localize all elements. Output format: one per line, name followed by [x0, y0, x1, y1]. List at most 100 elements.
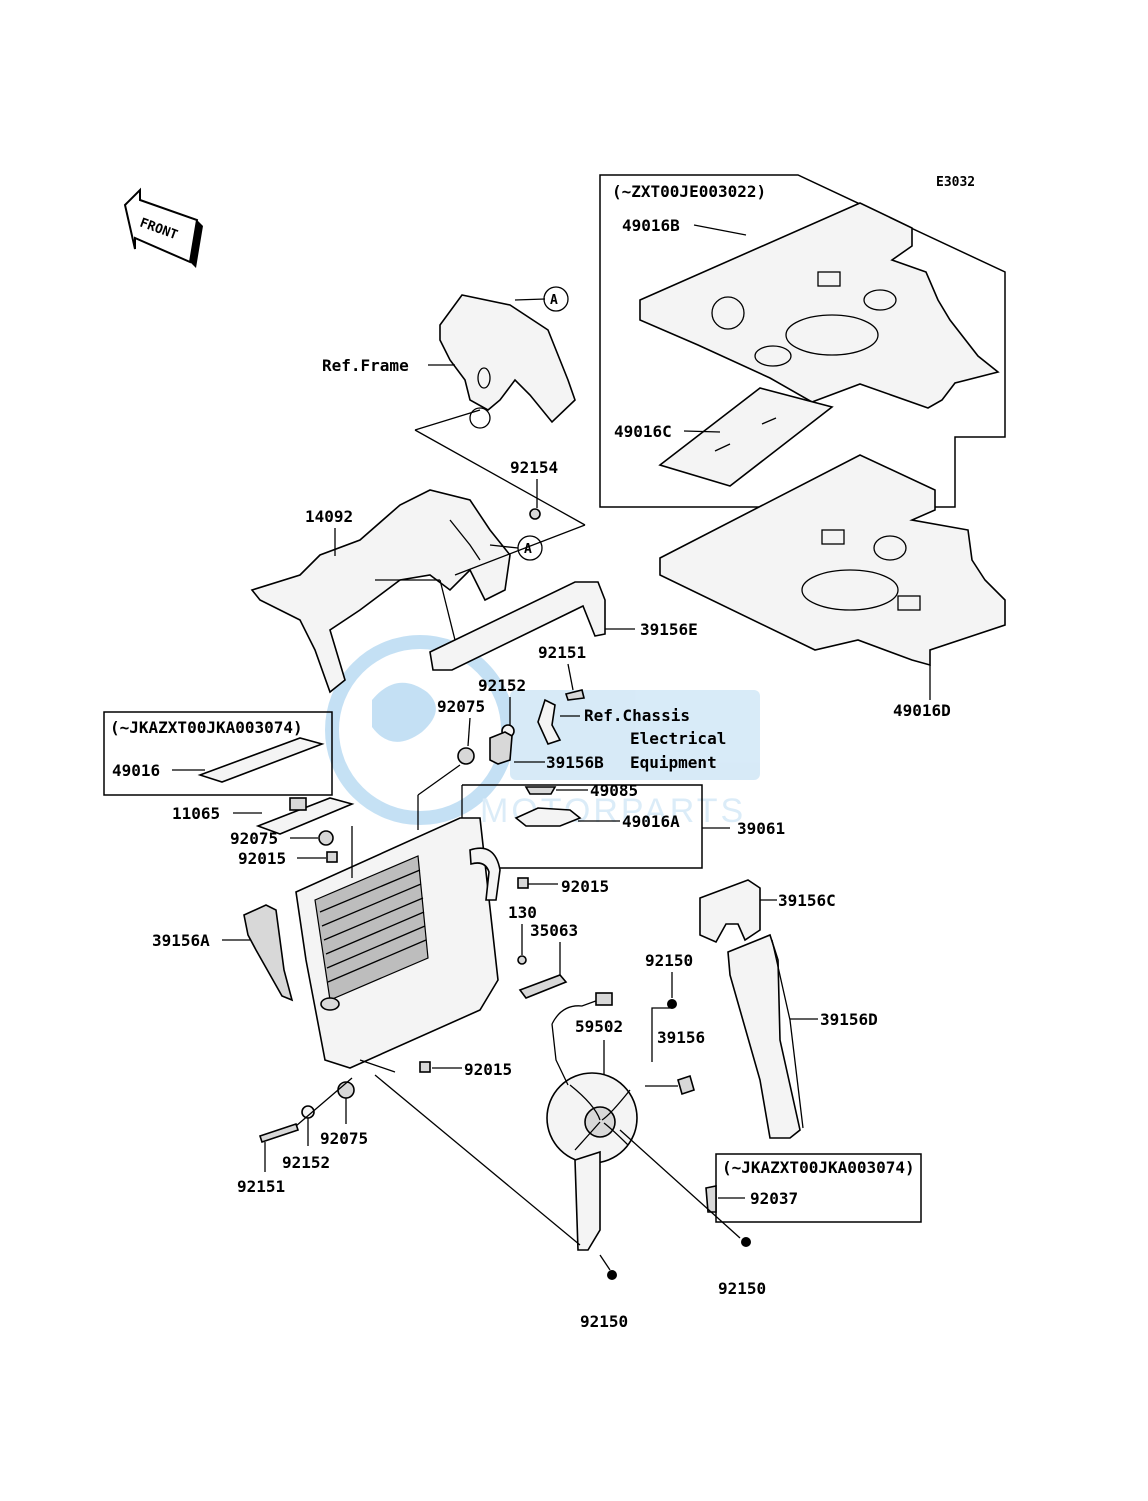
label-92152-bot[interactable]: 92152: [282, 1153, 330, 1172]
leader-bot-axis: [295, 1077, 353, 1127]
plate-49016B-hole3: [711, 296, 745, 330]
grommet-92075-bot[interactable]: [337, 1081, 355, 1099]
label-92154[interactable]: 92154: [510, 458, 558, 477]
leader-92151-top: [567, 663, 574, 691]
bolt-92151-top: [564, 689, 585, 701]
label-49016C[interactable]: 49016C: [614, 422, 672, 441]
duct-14092: [250, 489, 511, 694]
plate-49016A[interactable]: [514, 807, 582, 827]
chassis-bracket[interactable]: [537, 698, 562, 745]
label-14092[interactable]: 14092: [305, 507, 353, 526]
label-39156A[interactable]: 39156A: [152, 931, 210, 950]
pad-39156B[interactable]: [489, 731, 513, 765]
plate-49016B-hole1: [754, 345, 792, 367]
fan-stay: [574, 1150, 601, 1251]
fan-wire-2: [551, 1023, 569, 1086]
pad-39156D[interactable]: [727, 933, 801, 1139]
label-130[interactable]: 130: [508, 903, 537, 922]
bracket-35063: [518, 974, 568, 999]
label-39156E[interactable]: 39156E: [640, 620, 698, 639]
leader-92150-b: [599, 1254, 611, 1271]
label-92150-a[interactable]: 92150: [645, 951, 693, 970]
leader-duct-39156E-2: [439, 579, 456, 641]
label-11065[interactable]: 11065: [172, 804, 220, 823]
frame-boss: [469, 407, 491, 429]
front-arrow-shadow: [190, 220, 203, 268]
label-92150-b[interactable]: 92150: [580, 1312, 628, 1331]
label-39156B[interactable]: 39156B: [546, 753, 604, 772]
label-35063[interactable]: 35063: [530, 921, 578, 940]
nut-92150-c[interactable]: [741, 1237, 751, 1247]
nut-92015-c[interactable]: [419, 1061, 431, 1073]
box-39061: [462, 784, 703, 869]
pad-39156[interactable]: [677, 1074, 695, 1096]
part-14092[interactable]: [250, 489, 511, 694]
label-92075-bot[interactable]: 92075: [320, 1129, 368, 1148]
label-92151-top[interactable]: 92151: [538, 643, 586, 662]
plate-49016D-rect2: [821, 529, 845, 545]
plate-49016C-slit2: [761, 417, 777, 425]
part-49016D[interactable]: [659, 454, 1006, 667]
plate-49016D-slot: [801, 569, 899, 611]
label-92015-c[interactable]: 92015: [464, 1060, 512, 1079]
label-49016D[interactable]: 49016D: [893, 701, 951, 720]
pad-39156A[interactable]: [243, 904, 294, 1002]
leader-duct-frame: [454, 524, 586, 576]
label-ref-frame[interactable]: Ref.Frame: [322, 356, 409, 375]
label-39156D[interactable]: 39156D: [820, 1010, 878, 1029]
diagram-code: E3032: [936, 175, 975, 190]
fan-connector: [595, 992, 613, 1006]
note-box-left: (~JKAZXT00JKA003074): [103, 711, 333, 796]
marker-a-top-leader: [514, 298, 546, 301]
part-49016B[interactable]: [639, 202, 1000, 409]
label-49016A[interactable]: 49016A: [622, 812, 680, 831]
label-49016[interactable]: 49016: [112, 761, 160, 780]
part-49085[interactable]: [524, 786, 557, 795]
label-92037[interactable]: 92037: [750, 1189, 798, 1208]
label-ref-chassis-2: Electrical: [630, 729, 726, 748]
screw-130: [517, 955, 527, 965]
bolt-92151-bot[interactable]: [258, 1122, 300, 1144]
plate-49016D-hole: [873, 535, 907, 561]
label-49085[interactable]: 49085: [590, 781, 638, 800]
part-39156E[interactable]: [429, 581, 606, 671]
label-92150-c[interactable]: 92150: [718, 1279, 766, 1298]
pad-39156C[interactable]: [699, 879, 761, 944]
label-92075-mid[interactable]: 92075: [230, 829, 278, 848]
part-39061-radiator[interactable]: [295, 817, 501, 1069]
clip-92037[interactable]: [705, 1185, 717, 1213]
label-92152-top[interactable]: 92152: [478, 676, 526, 695]
nut-92015-b: [517, 877, 529, 889]
part-49016C[interactable]: [658, 387, 834, 487]
front-arrow[interactable]: FRONT: [123, 187, 203, 268]
note-box-bottom: (~JKAZXT00JKA003074): [715, 1153, 922, 1223]
radiator-core: [314, 855, 429, 1001]
label-39156C[interactable]: 39156C: [778, 891, 836, 910]
plate-49016B: [639, 202, 1000, 409]
note-box-left-text: (~JKAZXT00JKA003074): [110, 718, 303, 737]
plate-49016B-slot: [785, 314, 879, 356]
plate-49016[interactable]: [197, 737, 325, 783]
label-39061[interactable]: 39061: [737, 819, 785, 838]
label-92015-a[interactable]: 92015: [238, 849, 286, 868]
part-59502-fan[interactable]: [546, 992, 638, 1251]
label-39156[interactable]: 39156: [657, 1028, 705, 1047]
label-ref-chassis-1[interactable]: Ref.Chassis: [584, 706, 690, 725]
frame-bracket: [439, 294, 576, 424]
label-92075-top[interactable]: 92075: [437, 697, 485, 716]
leader-92075-top: [467, 717, 471, 747]
label-ref-chassis-3: Equipment: [630, 753, 717, 772]
label-49016B[interactable]: 49016B: [622, 216, 680, 235]
nut-92150-a: [667, 999, 677, 1009]
label-92015-b[interactable]: 92015: [561, 877, 609, 896]
ref-frame-part[interactable]: [439, 294, 576, 429]
fan-blades: [569, 1084, 631, 1151]
label-59502[interactable]: 59502: [575, 1017, 623, 1036]
label-92151-bot[interactable]: 92151: [237, 1177, 285, 1196]
leader-49016C: [683, 430, 721, 433]
leader-92015-c-link: [359, 1059, 396, 1073]
note-box-top: (~ZXT00JE003022): [599, 174, 1006, 508]
plate-49016B-hole2: [863, 289, 897, 311]
nut-92150-b[interactable]: [607, 1270, 617, 1280]
